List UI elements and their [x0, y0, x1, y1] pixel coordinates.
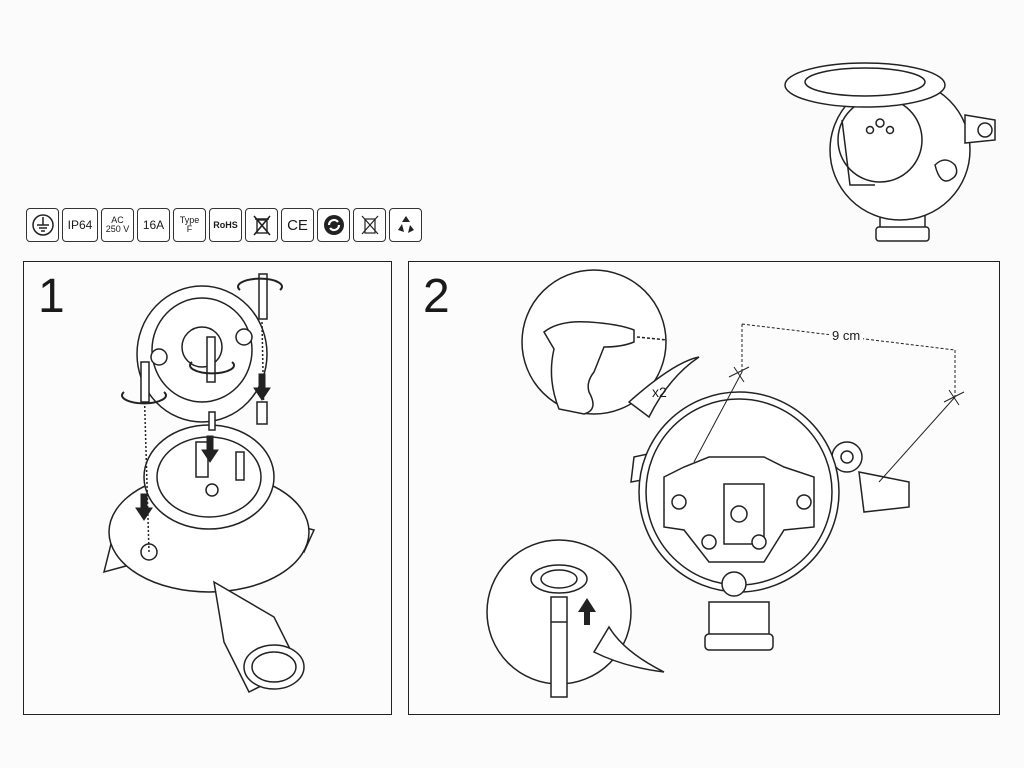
recycle-icon [389, 208, 422, 242]
step-number: 1 [38, 270, 65, 323]
step-2-illustration [486, 269, 965, 698]
earth-ground-icon [26, 208, 59, 242]
ce-mark: CE [281, 208, 314, 242]
step-number: 2 [423, 270, 450, 323]
step-1-panel: 1 [23, 261, 392, 715]
rohs-badge: RoHS [209, 208, 242, 242]
step-2-panel: 2 [408, 261, 1000, 715]
no-bin-icon [353, 208, 386, 242]
weee-bin-icon [245, 208, 278, 242]
product-illustration [784, 62, 996, 242]
dimension-label: 9 cm [829, 328, 864, 343]
amperage-badge: 16A [137, 208, 170, 242]
step-1-illustration [102, 273, 316, 694]
green-dot-icon [317, 208, 350, 242]
ip-rating-badge: IP64 [62, 208, 98, 242]
multiplier-label: x2 [652, 384, 667, 400]
